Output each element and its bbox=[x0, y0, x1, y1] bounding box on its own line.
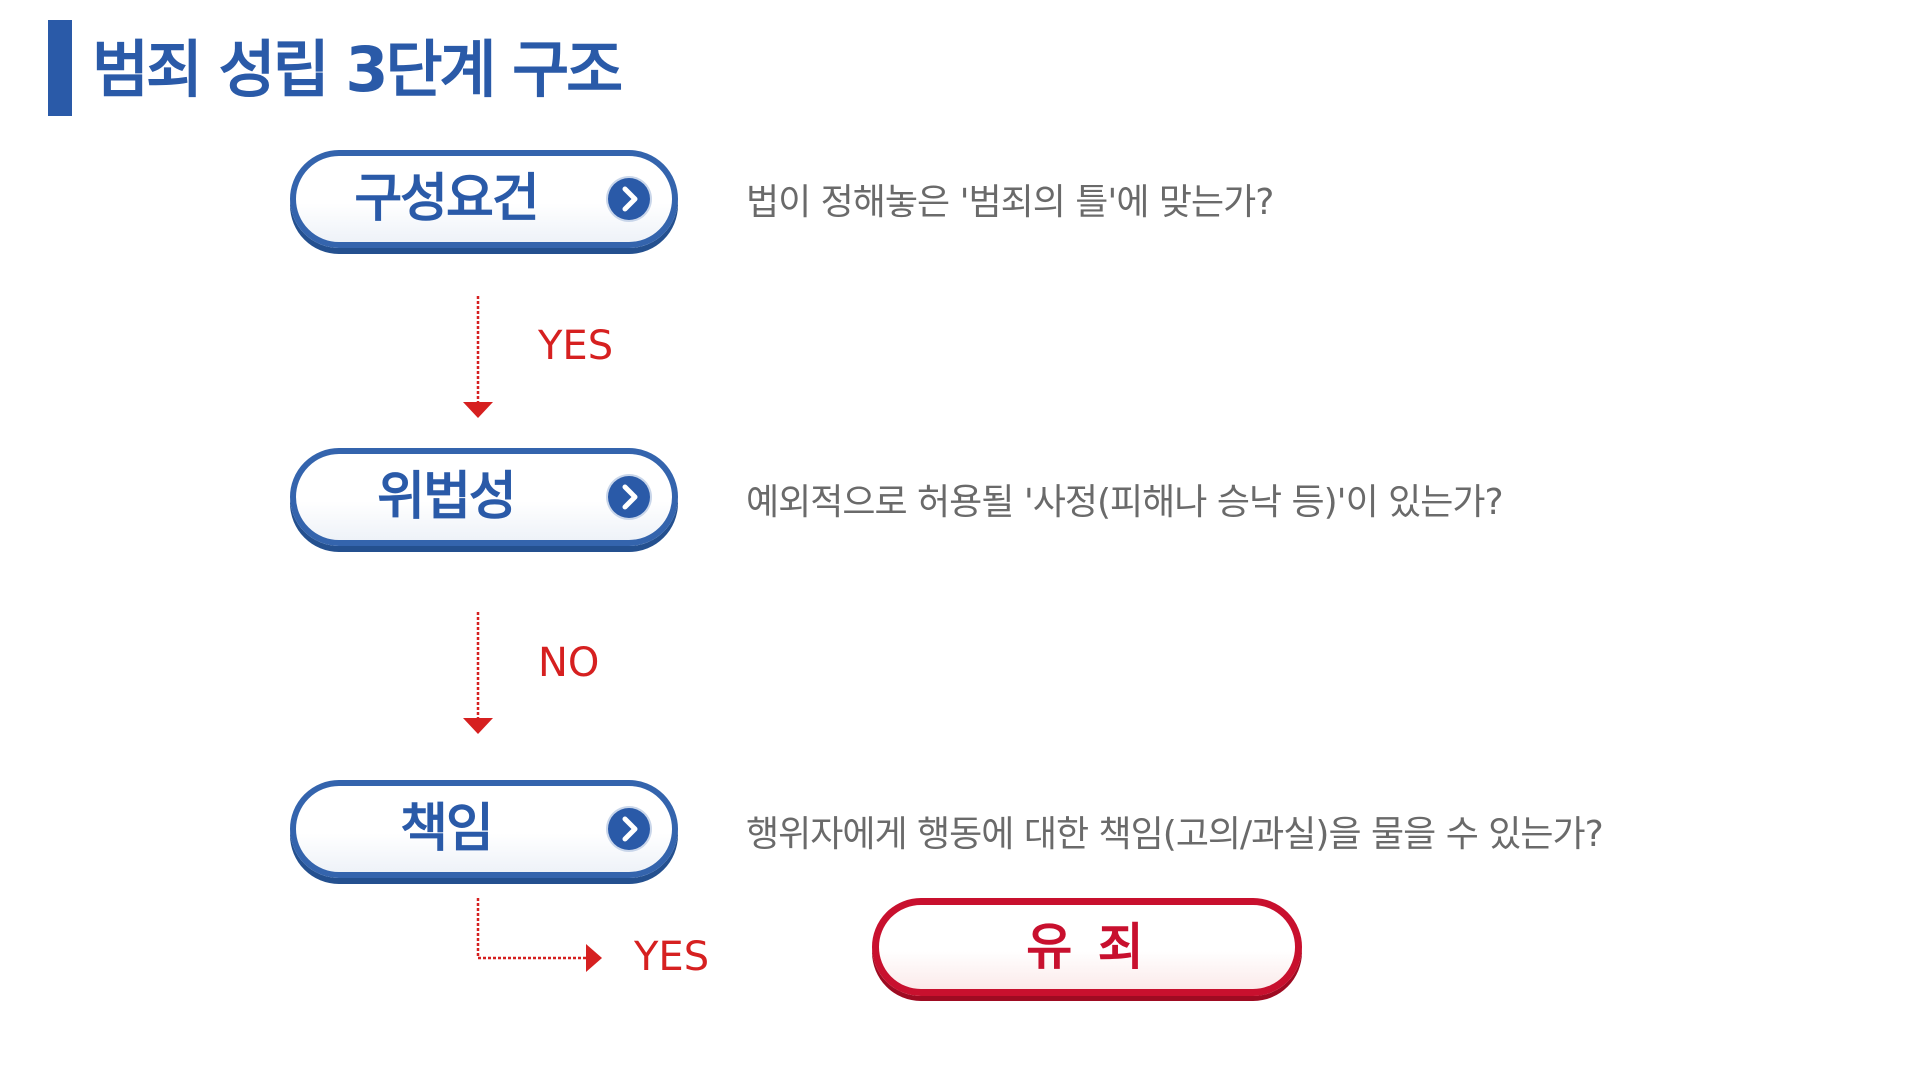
condition-label-yes: YES bbox=[634, 934, 710, 980]
stage-label: 구성요건 bbox=[354, 169, 539, 229]
arrow-down-2 bbox=[463, 612, 493, 734]
stage-constituent-elements-button[interactable]: 구성요건 bbox=[290, 150, 678, 248]
stage-illegality-button[interactable]: 위법성 bbox=[290, 448, 678, 546]
title-accent-bar bbox=[48, 20, 72, 116]
condition-label-no: NO bbox=[538, 640, 600, 686]
chevron-right-icon bbox=[608, 476, 650, 518]
arrow-down-1 bbox=[463, 296, 493, 418]
condition-label-yes: YES bbox=[538, 323, 614, 369]
stage-label: 위법성 bbox=[377, 467, 517, 527]
stage-responsibility-button[interactable]: 책임 bbox=[290, 780, 678, 878]
arrow-right-3 bbox=[476, 898, 602, 972]
stage-label: 책임 bbox=[400, 799, 494, 859]
chevron-right-icon bbox=[608, 808, 650, 850]
stage-question: 행위자에게 행동에 대한 책임(고의/과실)을 물을 수 있는가? bbox=[746, 814, 1604, 855]
chevron-right-icon bbox=[608, 178, 650, 220]
page-title: 범죄 성립 3단계 구조 bbox=[92, 33, 623, 106]
result-label: 유 죄 bbox=[1026, 918, 1148, 976]
result-guilty-button[interactable]: 유 죄 bbox=[872, 898, 1302, 996]
stage-question: 법이 정해놓은 '범죄의 틀'에 맞는가? bbox=[746, 182, 1274, 223]
stage-question: 예외적으로 허용될 '사정(피해나 승낙 등)'이 있는가? bbox=[746, 482, 1504, 523]
